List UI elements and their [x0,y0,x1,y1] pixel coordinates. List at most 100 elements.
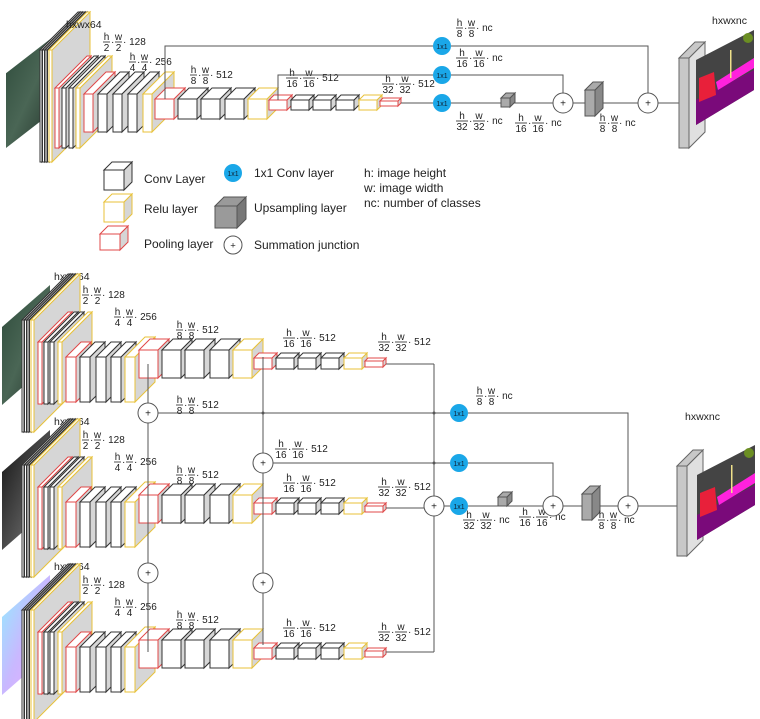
branch3-stage4-conv-front [161,639,182,669]
legend-pool-icon [98,224,130,252]
frac-num-w: w [187,610,196,621]
branch1-stage1-relu-front [30,319,35,433]
frac-dot: · [111,37,114,48]
branch3-stage5-relu-front [343,647,363,660]
frac-dot: · [606,515,609,526]
top-dim-label-2: h4·w4· 256 [129,52,172,74]
branch1-stage2-pool-front [37,341,43,405]
top-input-size-label: hxwx64 [66,19,102,31]
frac-channels: · 512 [408,337,431,348]
frac-num-h: h [459,111,465,122]
branch3-stage5-conv [319,641,346,661]
summation-plus: + [145,569,151,580]
branch2-dim-label-4: h16·w16· 512 [283,473,336,495]
summation-plus: + [260,579,266,590]
conv1x1-circle [433,94,451,112]
frac-den: 16 [283,339,295,350]
summation-circle [637,92,659,114]
top-stage6-pool-front [379,100,399,107]
bottom-conv1x1-pool4: 1x1 [450,454,468,472]
top-stage5-conv-front [335,99,355,111]
frac-den: 32 [480,521,492,532]
top-stage5-conv [334,93,361,112]
frac-num-w: w [125,597,134,608]
branch1-stage4-conv-front [209,349,230,379]
top-stage5-relu-front [358,99,378,111]
branch2-stage2-conv-front [49,486,55,550]
top-stage5-conv-front [290,99,310,111]
frac-num-w: w [187,465,196,476]
conv1x1-label: 1x1 [227,171,238,178]
top-skip-label-16: h16·w16· nc [456,48,503,70]
fusion-sum-pool4-a: + [252,452,274,474]
top-upsample-2x [499,91,517,109]
frac-den: 8 [599,521,605,532]
top-up-label-8: h8·w8· nc [599,113,636,135]
branch3-stage5-conv-front [275,647,295,660]
frac-channels: · nc [496,391,513,402]
frac-dot: · [391,627,394,638]
branch3-stage3-conv-front [95,646,107,693]
frac-num-h: h [289,68,295,79]
fusion-sum-pool3-b: + [137,562,159,584]
junction-dot [261,411,265,415]
branch1-stage1-conv-front [26,319,30,433]
frac-num-h: h [381,622,387,633]
frac-dot: · [184,325,187,336]
top-stage5-conv [311,93,338,112]
branch2-stage5-pool [252,496,279,516]
branch3-stage5-pool [252,641,279,661]
conv1x1-circle [450,497,468,515]
top-stage2-conv-front [61,87,67,149]
seg-road [697,485,755,540]
branch3-stage5-conv-front [297,647,317,660]
frac-dot: · [476,515,479,526]
frac-den: 2 [83,586,89,597]
bottom-skip-label-32: h32·w32· nc [463,510,510,532]
seg-person [700,487,717,517]
frac-den: 8 [189,331,195,342]
branch1-stage4-conv-front [184,349,205,379]
frac-channels: · nc [549,512,566,523]
branch3-dim-label-5: h32·w32· 512 [378,622,431,644]
frac-num-w: w [474,48,483,59]
seg-road [696,70,754,125]
frac-channels: · 128 [102,580,125,591]
frac-den: 16 [532,124,544,135]
frac-num-w: w [609,510,618,521]
frac-num-w: w [93,285,102,296]
skip-line-16 [451,74,564,93]
frac-den: 4 [127,318,133,329]
summation-plus: + [431,502,437,513]
seg-person [699,72,716,102]
frac-den: 8 [177,331,183,342]
frac-num-h: h [83,430,89,441]
legend-pool-icon-front [99,233,121,251]
frac-channels: · 512 [408,627,431,638]
frac-channels: · 256 [134,602,157,613]
branch1-dim-label-2: h4·w4· 256 [114,307,157,329]
top-stage2-conv-front [68,87,74,149]
top-conv1x1-pool5: 1x1 [433,94,451,112]
frac-num-w: w [301,328,310,339]
bottom-conv1x1-pool5: 1x1 [450,497,468,515]
frac-num-w: w [400,74,409,85]
branch1-stage5-relu-front [343,357,363,370]
branch1-dim-label-3: h8·w8· 512 [176,320,219,342]
bottom-skip-label-8: h8·w8· nc [476,386,513,408]
legend-note-0: h: image height [364,166,447,180]
legend-conv1x1-icon: 1x1 [224,164,242,182]
frac-den: 4 [127,463,133,474]
summation-plus: + [625,502,631,513]
branch3-stage1-relu-front [30,609,35,719]
bottom-up-label-8: h8·w8· nc [598,510,635,532]
frac-dot: · [90,580,93,591]
output-layer-front-front [678,57,690,149]
frac-den: 16 [473,59,485,70]
frac-channels: · 256 [134,312,157,323]
seg-pole [731,465,733,493]
summation-circle [223,235,243,255]
frac-channels: · 128 [102,435,125,446]
frac-num-w: w [93,430,102,441]
frac-channels: · 256 [149,57,172,68]
